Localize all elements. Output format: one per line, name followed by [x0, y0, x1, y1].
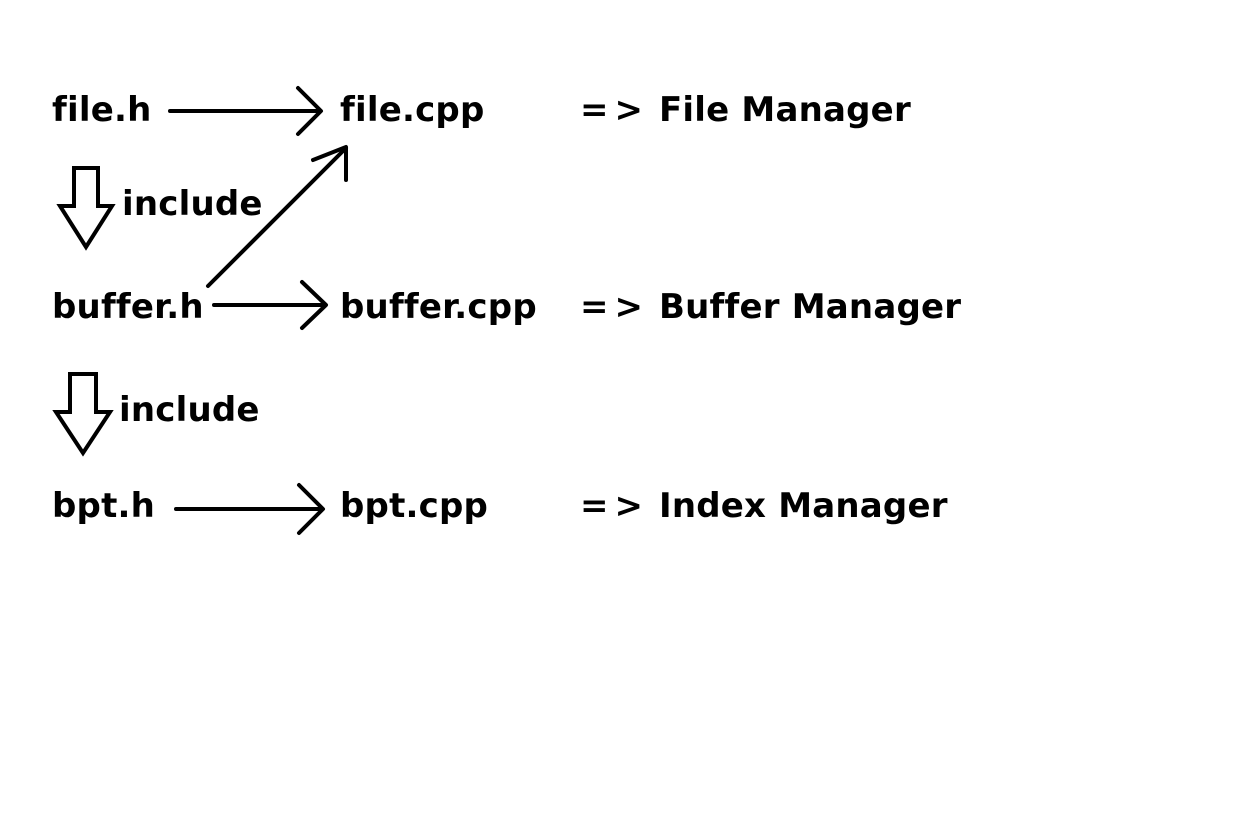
source-file-cpp: file.cpp [340, 90, 485, 130]
manager-row-1: =>File Manager [580, 90, 911, 130]
header-buffer-h: buffer.h [52, 287, 204, 327]
arrow-file-h-to-file-cpp [168, 86, 323, 136]
include-label-2: include [119, 390, 260, 430]
manager-label-index: Index Manager [658, 486, 948, 526]
manager-label-file: File Manager [658, 90, 911, 130]
header-bpt-h: bpt.h [52, 486, 156, 526]
source-buffer-cpp: buffer.cpp [340, 287, 537, 327]
manager-row-2: =>Buffer Manager [580, 287, 961, 327]
manager-label-buffer: Buffer Manager [658, 287, 962, 327]
source-bpt-cpp: bpt.cpp [340, 486, 489, 526]
arrow-bpt-h-to-bpt-cpp [174, 483, 325, 535]
include-arrow-icon-1 [56, 166, 116, 251]
arrow-buffer-h-to-file-cpp [206, 145, 348, 288]
header-file-h: file.h [52, 90, 152, 130]
include-label-1: include [122, 184, 263, 224]
manager-arrow-2: => [580, 287, 649, 327]
include-arrow-icon-2 [52, 372, 114, 457]
manager-arrow-1: => [580, 90, 649, 130]
manager-arrow-3: => [580, 486, 649, 526]
manager-row-3: =>Index Manager [580, 486, 948, 526]
arrow-buffer-h-to-buffer-cpp [212, 280, 328, 330]
